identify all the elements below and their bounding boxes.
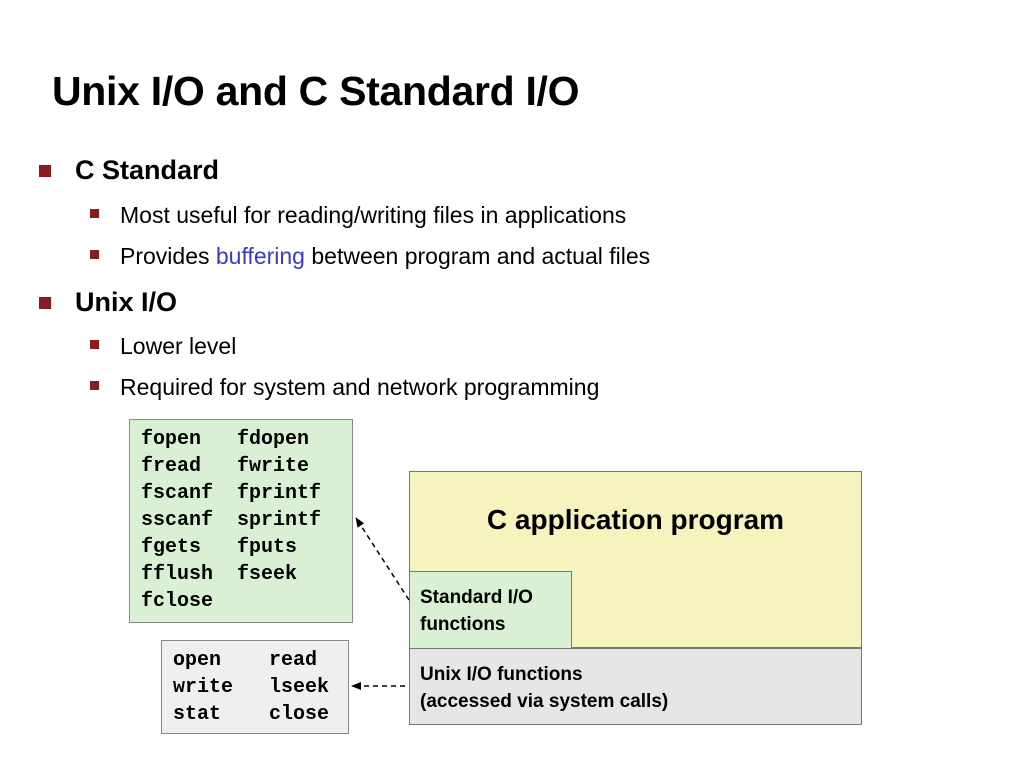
function-name: fputs: [237, 536, 298, 559]
sub-bullet-text: Lower level: [120, 333, 237, 359]
function-name: open: [173, 649, 222, 672]
sub-bullet-square-icon: [90, 381, 99, 390]
sub-bullet-square-icon: [90, 250, 99, 259]
function-name: write: [173, 676, 234, 699]
function-row: sscanf sprintf: [141, 507, 321, 534]
sub-bullet-text: Required for system and network programm…: [120, 374, 600, 400]
function-name: fopen: [141, 428, 202, 451]
function-name: fseek: [237, 563, 298, 586]
function-name: fprintf: [237, 482, 322, 505]
function-name: read: [269, 649, 318, 672]
standard-io-function-list: fopen fdopen fread fwrite fscanf fprintf ss…: [129, 419, 353, 623]
text-part: Provides: [120, 243, 216, 269]
text-part: between program and actual files: [304, 243, 651, 269]
unix-io-function-list: open read write lseek stat close: [161, 640, 349, 734]
standard-io-functions-box: Standard I/O functions: [409, 571, 572, 649]
c-application-program-label: C application program: [486, 504, 785, 535]
standard-io-label-line: Standard I/O: [420, 587, 533, 608]
function-name: close: [269, 703, 330, 726]
function-row: fread fwrite: [141, 453, 321, 480]
function-row: fgets fputs: [141, 534, 321, 561]
highlight-buffering: buffering: [215, 243, 305, 269]
bullet-square-icon: [39, 297, 51, 309]
function-row: fscanf fprintf: [141, 480, 321, 507]
bullet-square-icon: [39, 165, 51, 177]
unix-io-label-line: (accessed via system calls): [420, 691, 669, 712]
function-name: fdopen: [237, 428, 310, 451]
function-name: stat: [173, 703, 222, 726]
arrow-stdio-to-std-functions: [355, 517, 410, 601]
function-row: write lseek: [173, 674, 329, 701]
function-name: fclose: [141, 590, 214, 613]
function-name: fgets: [141, 536, 202, 559]
function-name: sprintf: [237, 509, 322, 532]
function-table: fopen fdopen fread fwrite fscanf fprintf ss…: [141, 426, 321, 615]
sub-bullet-text: Provides buffering between program and a…: [120, 243, 650, 270]
unix-io-functions-box: Unix I/O functions (accessed via system …: [409, 648, 862, 725]
sub-bullet-text: Most useful for reading/writing files in…: [120, 202, 627, 228]
bullet-label: Unix I/O: [75, 287, 178, 317]
slide-title: Unix I/O and C Standard I/O: [52, 68, 580, 114]
function-row: open read: [173, 647, 329, 674]
bullet-label: C Standard: [75, 155, 220, 185]
unix-io-label-line: Unix I/O functions: [420, 664, 583, 685]
function-name: lseek: [269, 676, 330, 699]
function-name: fflush: [141, 563, 214, 586]
function-row: fflush fseek: [141, 561, 321, 588]
function-name: fwrite: [237, 455, 310, 478]
function-row: fclose: [141, 588, 321, 615]
sub-bullet-square-icon: [90, 209, 99, 218]
function-row: fopen fdopen: [141, 426, 321, 453]
sub-bullet-square-icon: [90, 340, 99, 349]
standard-io-label-line: functions: [420, 614, 506, 635]
function-name: fscanf: [141, 482, 214, 505]
function-name: sscanf: [141, 509, 214, 532]
function-row: stat close: [173, 701, 329, 728]
function-name: fread: [141, 455, 202, 478]
function-table: open read write lseek stat close: [173, 647, 329, 728]
